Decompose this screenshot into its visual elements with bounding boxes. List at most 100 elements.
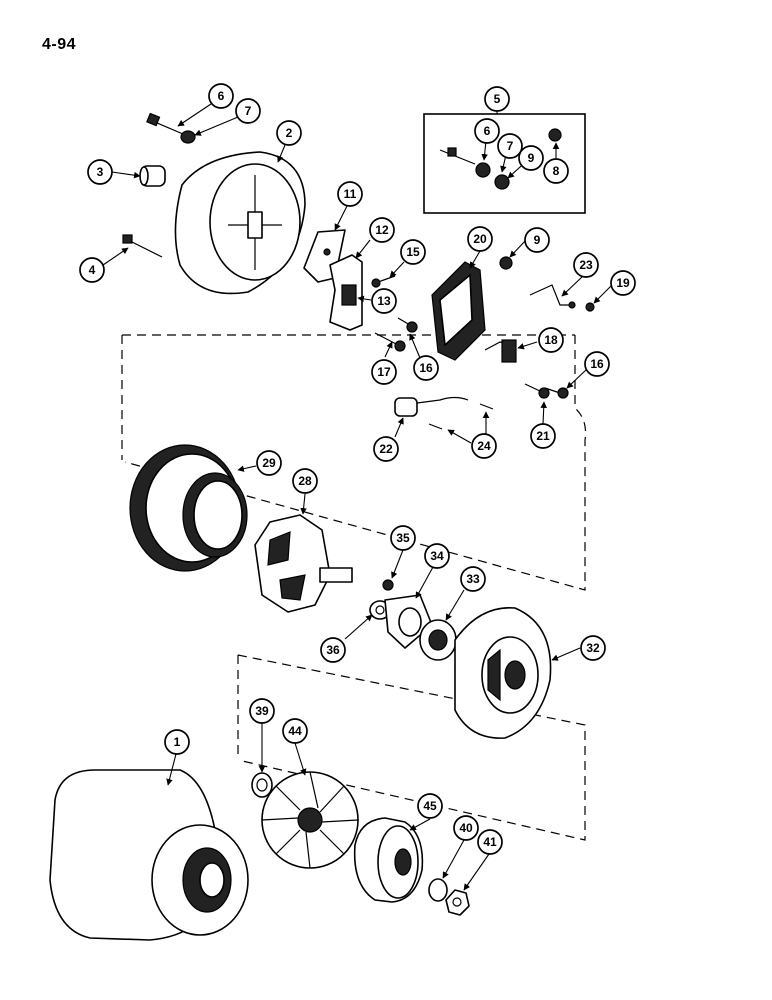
part-9-nut xyxy=(499,256,513,270)
callout-16b: 16 xyxy=(584,351,610,377)
part-45-pulley xyxy=(353,817,424,903)
page-number: 4-94 xyxy=(42,36,77,53)
part-1-alternator-assembly xyxy=(49,769,249,941)
callout-23: 23 xyxy=(573,252,599,278)
callout-6b-label: 6 xyxy=(484,124,491,138)
callout-34-label: 34 xyxy=(430,549,444,563)
callout-16a: 16 xyxy=(413,355,439,381)
part-19-nut xyxy=(585,302,595,312)
callout-44-label: 44 xyxy=(288,724,302,738)
callout-28-label: 28 xyxy=(298,474,312,488)
callout-23-label: 23 xyxy=(579,258,593,272)
callout-29: 29 xyxy=(256,450,282,476)
kit-box-5 xyxy=(423,113,586,214)
callout-40: 40 xyxy=(453,815,479,841)
callout-44: 44 xyxy=(282,718,308,744)
callout-12: 12 xyxy=(369,217,395,243)
part-24-screws xyxy=(428,403,494,430)
callout-2: 2 xyxy=(276,120,302,146)
callout-19: 19 xyxy=(610,270,636,296)
part-18-diode-trio xyxy=(484,339,517,363)
callout-45-label: 45 xyxy=(423,799,437,813)
part-22-capacitor xyxy=(394,396,469,417)
callout-4: 4 xyxy=(79,257,105,283)
part-15-screw xyxy=(371,275,396,288)
callout-1: 1 xyxy=(164,729,190,755)
callout-15: 15 xyxy=(400,239,426,265)
callout-7a-label: 7 xyxy=(245,104,252,118)
callout-24: 24 xyxy=(471,433,497,459)
leader-lines xyxy=(102,103,612,891)
callout-35: 35 xyxy=(390,525,416,551)
callout-18: 18 xyxy=(538,327,564,353)
callout-33-label: 33 xyxy=(466,572,480,586)
callout-39: 39 xyxy=(249,698,275,724)
callout-12-label: 12 xyxy=(375,223,389,237)
part-4-bolt xyxy=(122,234,163,258)
callout-3: 3 xyxy=(87,159,113,185)
callout-32: 32 xyxy=(580,635,606,661)
callout-7b-label: 7 xyxy=(507,139,514,153)
callout-36: 36 xyxy=(320,637,346,663)
callout-8: 8 xyxy=(543,158,569,184)
part-6-bolt xyxy=(146,112,184,135)
callout-39-label: 39 xyxy=(255,704,269,718)
callout-13-label: 13 xyxy=(377,294,391,308)
callout-34: 34 xyxy=(424,543,450,569)
dashed-group-boundary-lower xyxy=(237,654,586,841)
callout-20: 20 xyxy=(467,226,493,252)
part-17-screw xyxy=(374,332,406,352)
part-39-spacer xyxy=(251,772,273,798)
part-40-washer xyxy=(428,878,448,902)
callout-41: 41 xyxy=(477,829,503,855)
callout-17-label: 17 xyxy=(377,365,391,379)
callout-16a-label: 16 xyxy=(419,361,433,375)
callout-20-label: 20 xyxy=(473,232,487,246)
callout-41-label: 41 xyxy=(483,835,497,849)
callout-9b: 9 xyxy=(524,227,550,253)
callout-5-label: 5 xyxy=(494,92,501,106)
callout-11-label: 11 xyxy=(344,187,357,201)
part-16-screw xyxy=(397,317,418,333)
callout-15-label: 15 xyxy=(406,245,420,259)
callout-9a: 9 xyxy=(518,145,544,171)
callout-8-label: 8 xyxy=(553,164,560,178)
callout-6b: 6 xyxy=(474,118,500,144)
callout-17: 17 xyxy=(371,359,397,385)
callout-7a: 7 xyxy=(235,98,261,124)
callout-21-label: 21 xyxy=(536,429,550,443)
part-41-nut xyxy=(445,889,470,916)
callout-5: 5 xyxy=(484,86,510,112)
callout-11: 11 xyxy=(337,181,363,207)
callout-9a-label: 9 xyxy=(528,151,535,165)
part-33-bearing xyxy=(419,619,457,661)
callout-3-label: 3 xyxy=(97,165,104,179)
callout-24-label: 24 xyxy=(477,439,491,453)
callout-32-label: 32 xyxy=(586,641,600,655)
callout-2-label: 2 xyxy=(286,126,293,140)
callout-28: 28 xyxy=(292,468,318,494)
callout-6a: 6 xyxy=(208,83,234,109)
callout-19-label: 19 xyxy=(616,276,630,290)
callout-45: 45 xyxy=(417,793,443,819)
callout-29-label: 29 xyxy=(262,456,276,470)
callout-4-label: 4 xyxy=(89,263,96,277)
callout-9b-label: 9 xyxy=(534,233,541,247)
part-21-screw xyxy=(524,383,550,399)
dashed-group-boundary-upper xyxy=(121,334,587,591)
callout-33: 33 xyxy=(460,566,486,592)
callout-36-label: 36 xyxy=(326,643,340,657)
part-32-front-housing xyxy=(454,607,552,739)
part-2-rear-housing xyxy=(174,151,306,295)
callout-13: 13 xyxy=(371,288,397,314)
callout-35-label: 35 xyxy=(396,531,410,545)
kit-parts xyxy=(439,128,562,190)
callout-1-label: 1 xyxy=(174,735,181,749)
callout-22: 22 xyxy=(373,436,399,462)
part-12-13-brush-holder xyxy=(329,254,363,331)
part-29-stator xyxy=(129,444,248,572)
callout-22-label: 22 xyxy=(379,442,393,456)
part-7-nut xyxy=(180,130,196,144)
callout-7b: 7 xyxy=(497,133,523,159)
